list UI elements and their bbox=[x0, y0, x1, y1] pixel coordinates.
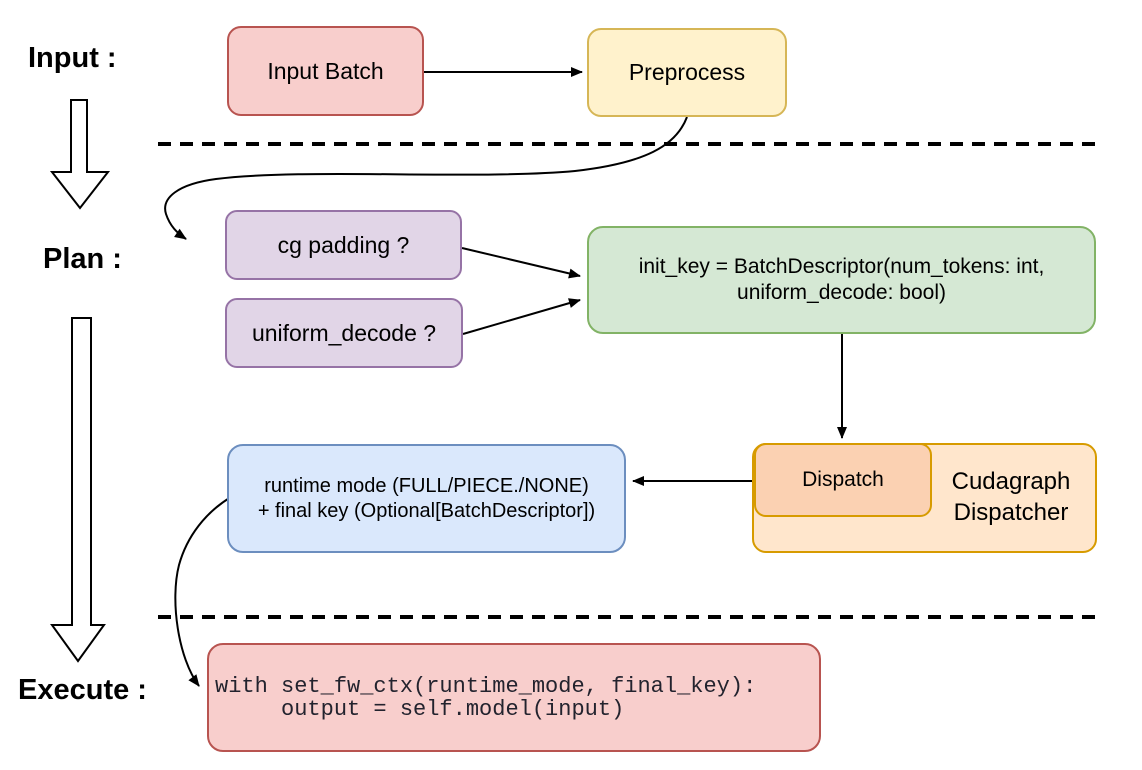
node-runtime-mode-line2: + final key (Optional[BatchDescriptor]) bbox=[257, 499, 596, 522]
connector-cgpadding-to-initkey bbox=[461, 247, 581, 279]
node-dispatch-label: Dispatch bbox=[802, 467, 884, 491]
node-uniform-decode: uniform_decode ? bbox=[225, 298, 463, 368]
node-input-batch: Input Batch bbox=[227, 26, 424, 116]
stage-label-plan: Plan : bbox=[43, 243, 122, 275]
connector-preprocess-to-cgpadding bbox=[164, 116, 688, 240]
connector-runtimemode-to-executecode bbox=[174, 496, 232, 687]
node-runtime-mode-line1: runtime mode (FULL/PIECE./NONE) bbox=[264, 474, 589, 497]
connector-uniformdecode-to-initkey bbox=[462, 298, 581, 335]
plan-to-execute-arrow bbox=[50, 317, 106, 663]
node-uniform-decode-label: uniform_decode ? bbox=[251, 319, 437, 346]
stage-label-execute: Execute : bbox=[18, 674, 147, 706]
node-input-batch-label: Input Batch bbox=[267, 57, 384, 84]
node-execute-code: with set_fw_ctx(runtime_mode, final_key)… bbox=[207, 643, 821, 752]
node-preprocess-label: Preprocess bbox=[628, 59, 746, 86]
node-cg-padding-label: cg padding ? bbox=[277, 231, 410, 258]
node-init-key: init_key = BatchDescriptor(num_tokens: i… bbox=[587, 226, 1096, 334]
stage-label-input: Input : bbox=[28, 42, 117, 74]
node-init-key-line2: uniform_decode: bool) bbox=[737, 281, 946, 304]
cudagraph-label-line1: Cudagraph bbox=[951, 468, 1071, 496]
input-to-plan-arrow bbox=[49, 99, 111, 210]
node-dispatch: Dispatch bbox=[754, 443, 932, 517]
execute-code-line2: output = self.model(input) bbox=[215, 696, 625, 722]
node-runtime-mode: runtime mode (FULL/PIECE./NONE) + final … bbox=[227, 444, 626, 553]
execute-code-line1: with set_fw_ctx(runtime_mode, final_key)… bbox=[215, 673, 757, 699]
node-cudagraph-dispatcher-label: Cudagraph Dispatcher bbox=[925, 443, 1097, 553]
node-preprocess: Preprocess bbox=[587, 28, 787, 117]
cudagraph-label-line2: Dispatcher bbox=[953, 499, 1069, 526]
node-cg-padding: cg padding ? bbox=[225, 210, 462, 280]
node-init-key-line1: init_key = BatchDescriptor(num_tokens: i… bbox=[638, 254, 1045, 278]
